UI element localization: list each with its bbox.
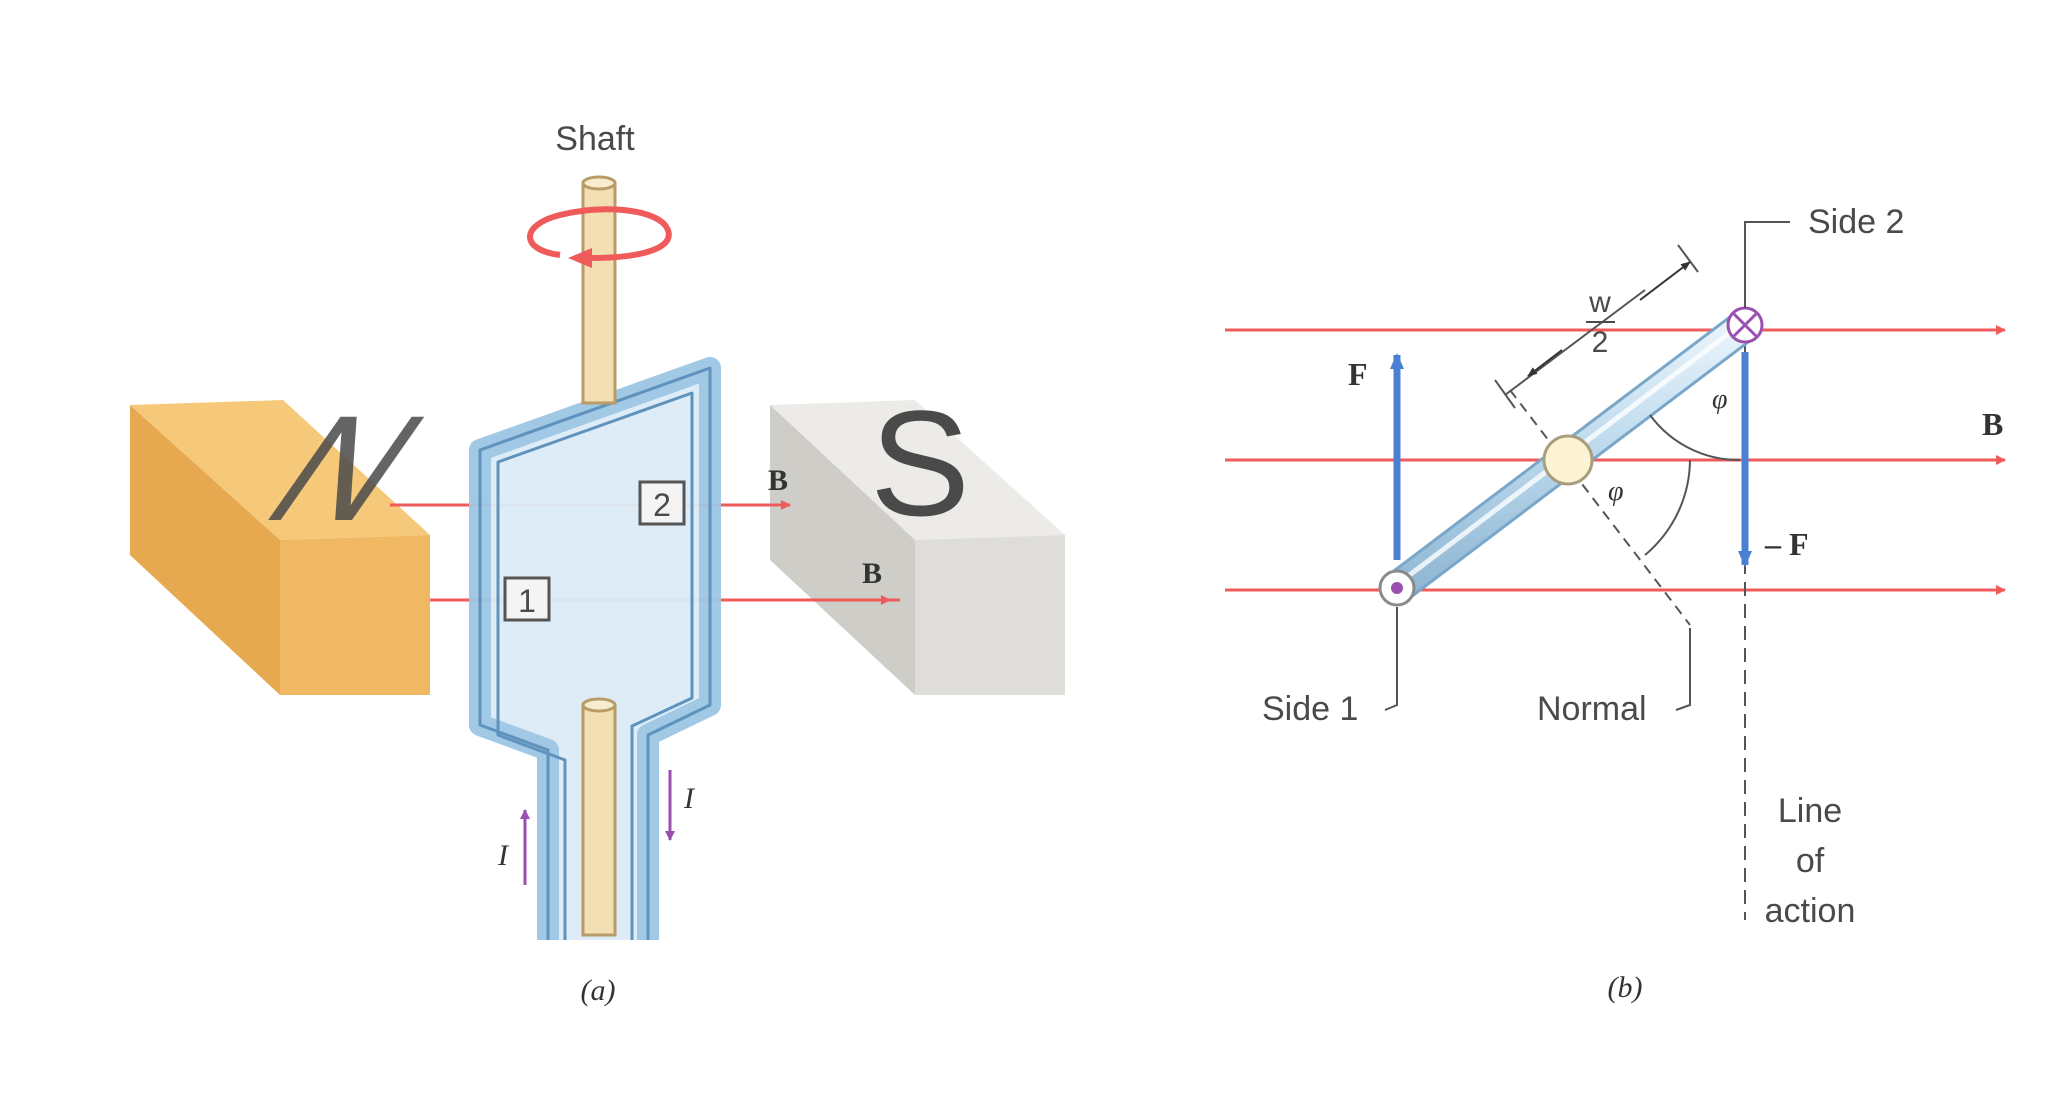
caption-b: (b) — [1608, 971, 1643, 1004]
current-label-left: I — [497, 839, 510, 872]
caption-a: (a) — [581, 974, 616, 1007]
field-label-upper: B — [768, 464, 788, 497]
side-2-label: Side 2 — [1808, 203, 1904, 241]
side-2-leader — [1744, 221, 1790, 308]
side-1-label: Side 1 — [1262, 690, 1358, 728]
angle-arc-top — [1649, 414, 1741, 462]
side-2-box-label: 2 — [653, 487, 671, 523]
shaft — [581, 175, 617, 937]
north-magnet: N — [130, 385, 459, 695]
half-width-dimension: w 2 — [1494, 244, 1699, 409]
field-label-b: B — [1982, 406, 2003, 442]
normal-label: Normal — [1537, 690, 1647, 728]
current-in-icon — [1732, 312, 1758, 338]
width-denominator: 2 — [1592, 326, 1609, 359]
line-of-action-line-3: action — [1765, 892, 1856, 930]
pivot-axle — [1542, 434, 1594, 486]
rotation-arrow-icon — [527, 206, 672, 268]
side-1-leader — [1384, 607, 1398, 711]
neg-force-label: – F — [1764, 526, 1809, 562]
panel-a: N S — [130, 120, 1065, 1007]
current-out-icon — [1391, 582, 1403, 594]
shaft-label: Shaft — [555, 120, 635, 158]
side-1-conductor — [1378, 569, 1416, 607]
south-label: S — [870, 379, 970, 547]
angle-arc-bottom — [1644, 459, 1691, 556]
field-label-lower: B — [862, 557, 882, 590]
line-of-action-line-1: Line — [1778, 792, 1842, 830]
angle-label-top: φ — [1712, 384, 1728, 415]
side-1-box-label: 1 — [518, 583, 536, 619]
normal-line — [1509, 389, 1691, 626]
angle-label-bottom: φ — [1608, 476, 1624, 507]
force-label: F — [1348, 356, 1368, 392]
side-2-box: 2 — [638, 480, 686, 526]
line-of-action-line-2: of — [1796, 842, 1825, 880]
side-2-conductor — [1726, 306, 1764, 344]
south-magnet: S — [770, 379, 1065, 695]
normal-leader — [1675, 628, 1691, 711]
side-1-box: 1 — [503, 576, 551, 622]
panel-b: B F – F φ φ — [1225, 203, 2006, 1004]
current-label-right: I — [683, 782, 696, 815]
width-numerator: w — [1588, 286, 1611, 319]
